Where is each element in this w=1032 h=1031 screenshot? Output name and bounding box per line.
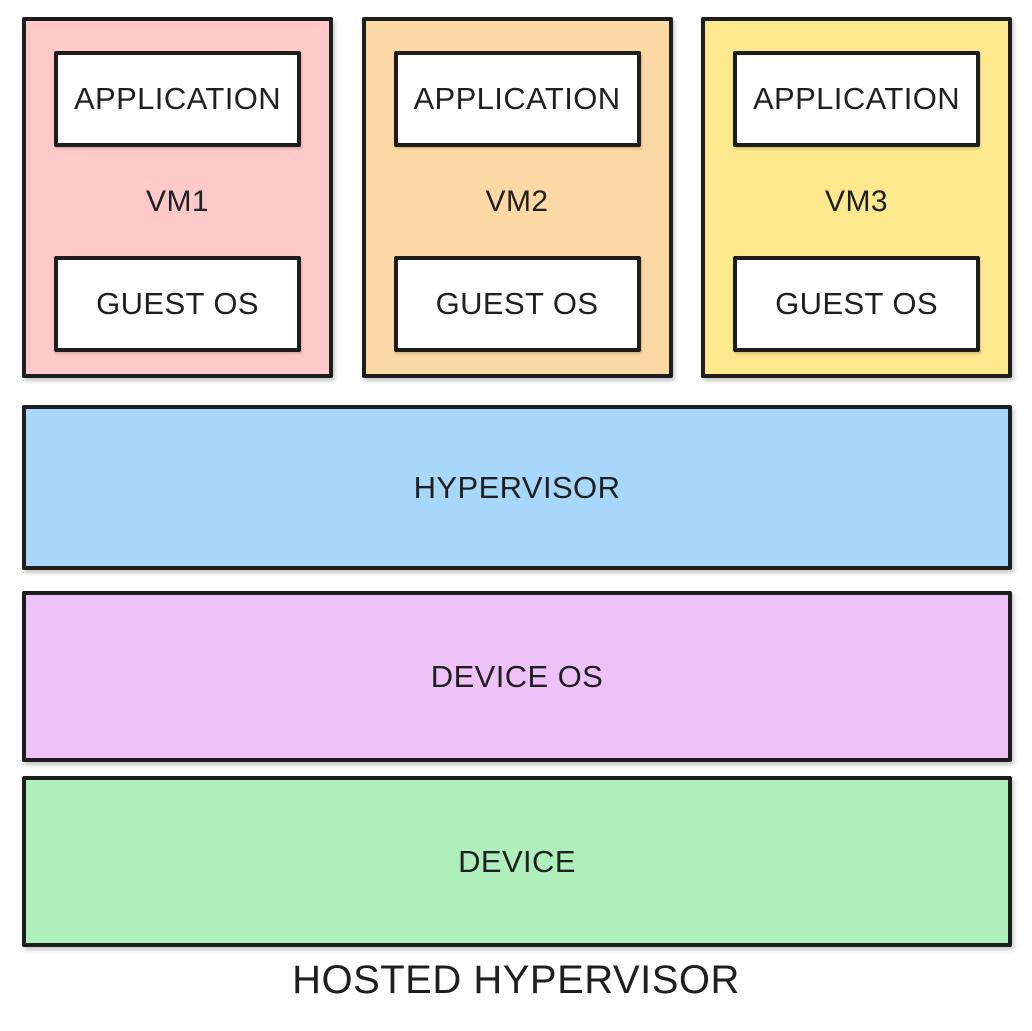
vm1-guest-os-label: GUEST OS: [96, 286, 259, 321]
vm-row: APPLICATION VM1 GUEST OS APPLICATION VM2…: [22, 17, 1012, 378]
vm1-guest-os-box: GUEST OS: [54, 256, 301, 352]
vm3-application-box: APPLICATION: [733, 51, 980, 147]
vm3-guest-os-label: GUEST OS: [775, 286, 938, 321]
vm3-label: VM3: [825, 184, 888, 218]
vm1-application-label: APPLICATION: [73, 81, 282, 116]
vm2-application-label: APPLICATION: [413, 81, 621, 116]
vm2-guest-os-label: GUEST OS: [435, 286, 599, 321]
device-os-label: DEVICE OS: [430, 658, 604, 694]
vm2-label: VM2: [485, 184, 549, 218]
device-label: DEVICE: [458, 843, 576, 879]
hypervisor-layer: HYPERVISOR: [22, 405, 1012, 570]
diagram-caption: HOSTED HYPERVISOR: [292, 958, 740, 1002]
vm1-label: VM1: [146, 184, 209, 218]
vm3-box: APPLICATION VM3 GUEST OS: [701, 17, 1012, 378]
device-layer: DEVICE: [22, 776, 1012, 947]
vm3-application-label: APPLICATION: [752, 81, 961, 116]
hypervisor-label: HYPERVISOR: [413, 469, 621, 505]
vm1-box: APPLICATION VM1 GUEST OS: [22, 17, 333, 378]
vm2-guest-os-box: GUEST OS: [393, 256, 641, 352]
vm2-application-box: APPLICATION: [393, 51, 641, 147]
vm1-application-box: APPLICATION: [54, 51, 301, 147]
device-os-layer: DEVICE OS: [22, 591, 1012, 762]
vm3-guest-os-box: GUEST OS: [733, 256, 980, 352]
vm2-box: APPLICATION VM2 GUEST OS: [361, 17, 673, 378]
